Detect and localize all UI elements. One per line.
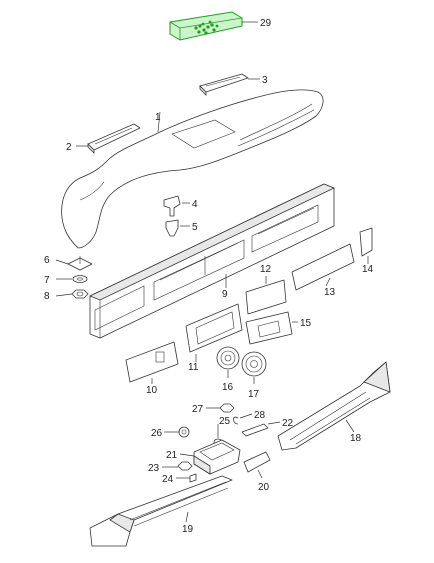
callout-15: 15 — [300, 318, 312, 329]
callout-13: 13 — [324, 287, 336, 298]
callout-24: 24 — [162, 474, 174, 485]
part-5-clip[interactable]: 5 — [165, 219, 198, 237]
callout-18: 18 — [350, 433, 362, 444]
callout-7: 7 — [44, 275, 50, 286]
part-19-lower-trim[interactable]: 19 — [89, 475, 233, 547]
part-20-cover[interactable]: 20 — [243, 451, 271, 493]
callout-14: 14 — [362, 264, 374, 275]
callout-11: 11 — [188, 362, 199, 373]
callout-20: 20 — [258, 482, 270, 493]
callout-28: 28 — [254, 410, 266, 421]
part-24-screw[interactable]: 24 — [162, 473, 197, 485]
callout-3: 3 — [262, 75, 268, 86]
part-23-nut[interactable]: 23 — [148, 461, 193, 474]
part-14-endpiece[interactable]: 14 — [359, 227, 374, 275]
part-28-clip[interactable]: 28 — [233, 410, 266, 425]
callout-6: 6 — [44, 255, 50, 266]
part-15-bezel[interactable]: 15 — [245, 311, 312, 345]
callout-19: 19 — [182, 524, 194, 535]
part-18-lower-trim[interactable]: 18 — [277, 361, 391, 451]
part-13-panel[interactable]: 13 — [291, 243, 355, 298]
callout-17: 17 — [248, 389, 260, 400]
part-26-bushing[interactable]: 26 — [151, 426, 190, 439]
callout-5: 5 — [192, 222, 198, 233]
part-3-trim[interactable]: 3 — [199, 73, 268, 96]
callout-23: 23 — [148, 463, 160, 474]
part-21-housing[interactable]: 21 — [166, 439, 241, 475]
part-12-panel[interactable]: 12 — [245, 264, 287, 315]
part-11-bezel[interactable]: 11 — [185, 303, 243, 373]
callout-2: 2 — [66, 142, 72, 153]
callout-22: 22 — [282, 418, 294, 429]
part-9-lower-panel[interactable]: 9 — [89, 183, 335, 339]
part-6-stud[interactable]: 6 — [44, 255, 93, 271]
callout-10: 10 — [146, 385, 158, 396]
part-16-knob[interactable]: 16 — [216, 346, 240, 393]
callout-4: 4 — [192, 199, 198, 210]
callout-8: 8 — [44, 291, 50, 302]
callout-27: 27 — [192, 404, 204, 415]
part-7-washer[interactable]: 7 — [44, 275, 88, 286]
part-1-dashboard[interactable]: 1 — [61, 89, 324, 249]
part-17-knob[interactable]: 17 — [241, 351, 267, 400]
part-29-kit[interactable]: 29 — [169, 11, 272, 41]
part-22-bracket[interactable]: 22 — [241, 418, 294, 437]
callout-26: 26 — [151, 428, 163, 439]
callout-1: 1 — [155, 112, 161, 123]
callout-12: 12 — [260, 264, 272, 275]
callout-16: 16 — [222, 382, 234, 393]
callout-21: 21 — [166, 450, 178, 461]
callout-25: 25 — [219, 416, 231, 427]
part-27-nut[interactable]: 27 — [192, 403, 235, 415]
part-10-plate[interactable]: 10 — [125, 341, 179, 396]
part-2-trim[interactable]: 2 — [66, 123, 141, 154]
callout-29: 29 — [260, 18, 272, 29]
callout-9: 9 — [222, 289, 228, 300]
part-8-nut[interactable]: 8 — [44, 289, 89, 302]
part-4-clip[interactable]: 4 — [163, 195, 198, 217]
